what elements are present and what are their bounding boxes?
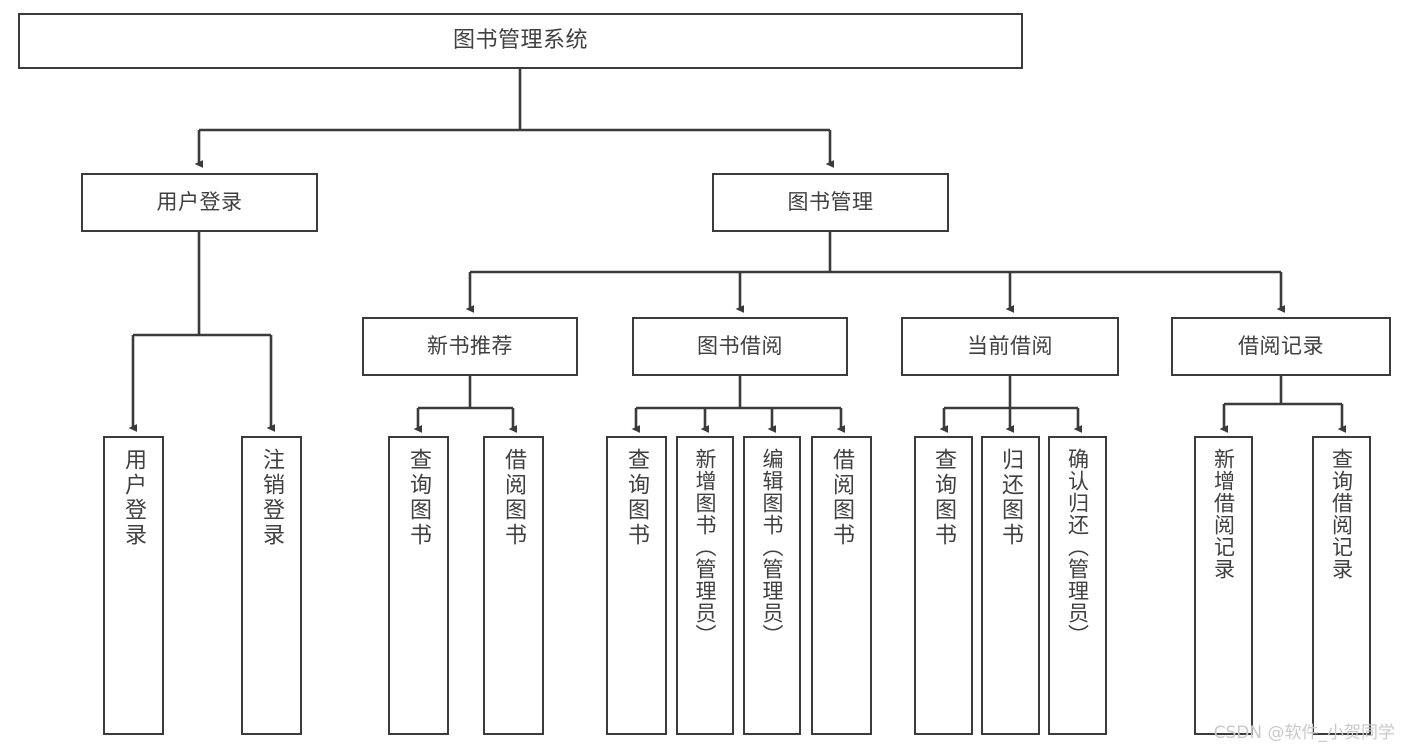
node-label: 当前借阅 (967, 334, 1053, 359)
node-label: 新书推荐 (427, 334, 513, 359)
leaf-new-book-query-book[interactable]: 查询图书 (388, 436, 449, 735)
node-label: 新增借阅记录 (1211, 448, 1236, 580)
node-label: 借阅记录 (1238, 334, 1324, 359)
node-label: 编辑图书（管理员） (760, 448, 785, 646)
leaf-user-login-login[interactable]: 用户登录 (103, 436, 164, 735)
node-label: 查询图书 (931, 448, 957, 548)
node-book-borrow[interactable]: 图书借阅 (632, 317, 848, 376)
leaf-new-book-borrow-book[interactable]: 借阅图书 (483, 436, 544, 735)
node-label: 用户登录 (121, 448, 147, 548)
leaf-user-login-logout[interactable]: 注销登录 (241, 436, 302, 735)
node-label: 查询借阅记录 (1329, 448, 1354, 580)
leaf-borrow-record-query-record[interactable]: 查询借阅记录 (1312, 436, 1371, 735)
node-label: 注销登录 (259, 448, 285, 548)
node-label: 借阅图书 (501, 448, 527, 548)
node-label: 查询图书 (406, 448, 432, 548)
node-book-management[interactable]: 图书管理 (712, 173, 949, 232)
node-label: 新增图书（管理员） (693, 448, 718, 646)
node-borrow-record[interactable]: 借阅记录 (1171, 317, 1391, 376)
node-new-book-recommend[interactable]: 新书推荐 (362, 317, 578, 376)
node-label: 图书管理系统 (452, 28, 588, 54)
node-current-borrow[interactable]: 当前借阅 (901, 317, 1119, 376)
leaf-current-borrow-query-book[interactable]: 查询图书 (914, 436, 973, 735)
node-user-login[interactable]: 用户登录 (81, 173, 318, 232)
leaf-book-borrow-edit-book-admin[interactable]: 编辑图书（管理员） (743, 436, 801, 735)
leaf-book-borrow-borrow-book[interactable]: 借阅图书 (811, 436, 872, 735)
node-root-book-management-system[interactable]: 图书管理系统 (18, 13, 1023, 69)
node-label: 用户登录 (156, 190, 243, 215)
leaf-book-borrow-add-book-admin[interactable]: 新增图书（管理员） (676, 436, 734, 735)
leaf-borrow-record-add-record[interactable]: 新增借阅记录 (1194, 436, 1253, 735)
node-label: 归还图书 (998, 448, 1024, 548)
node-label: 图书借阅 (697, 334, 783, 359)
watermark-text: CSDN @软件_小贺同学 (1213, 723, 1395, 743)
leaf-current-borrow-return-book[interactable]: 归还图书 (981, 436, 1040, 735)
node-label: 确认归还（管理员） (1065, 448, 1090, 646)
node-label: 借阅图书 (829, 448, 855, 548)
leaf-current-borrow-confirm-return-admin[interactable]: 确认归还（管理员） (1048, 436, 1107, 735)
node-label: 查询图书 (624, 448, 650, 548)
leaf-book-borrow-query-book[interactable]: 查询图书 (606, 436, 667, 735)
node-label: 图书管理 (787, 190, 874, 215)
